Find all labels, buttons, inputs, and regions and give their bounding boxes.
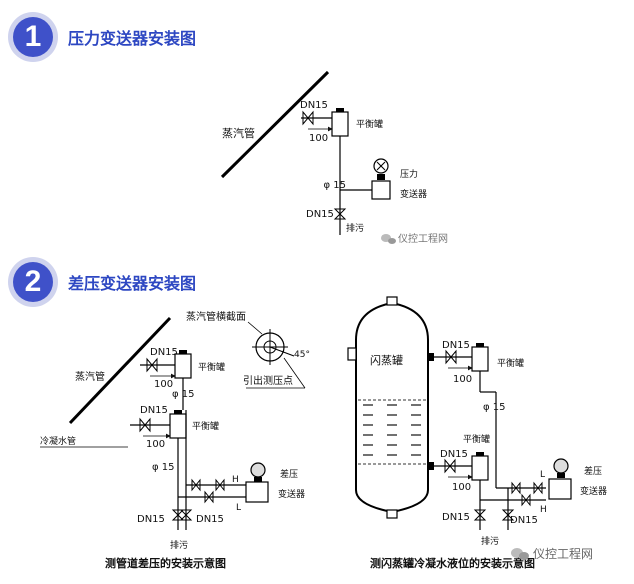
dn15-d-label: DN15 (196, 514, 224, 525)
section1-number: 1 (13, 17, 53, 57)
section2-title: 差压变送器安装图 (68, 274, 197, 293)
pressure-transmitter-diagram: 蒸汽管 DN15 100 平衡罐 压力 变送器 φ 15 DN15 排污 仪控工… (220, 70, 448, 245)
caption-right: 测闪蒸罐冷凝水液位的安装示意图 (370, 556, 535, 570)
dn15-b-label-r: DN15 (440, 449, 468, 460)
watermark-text-2: 仪控工程网 (533, 546, 593, 561)
valve-icon (533, 481, 543, 495)
steam-pipe-2-label: 蒸汽管 (75, 370, 105, 383)
valve-icon (302, 110, 314, 126)
balance-tank-a-r-label: 平衡罐 (497, 357, 524, 369)
h-label-r: H (540, 505, 547, 515)
steam-pipe-label: 蒸汽管 (222, 126, 255, 140)
transmitter-label: 变送器 (400, 188, 427, 200)
dim-100-a-r: 100 (453, 374, 472, 385)
drain-valve-icon (333, 208, 347, 220)
condensate-level (358, 400, 426, 464)
dim-100-b: 100 (146, 439, 165, 450)
valve-icon (215, 478, 225, 492)
dp-label-1: 差压 (280, 468, 298, 480)
drain-label-right: 排污 (481, 535, 499, 547)
flash-tank-level-diagram: 闪蒸罐 DN15 100 平衡罐 φ 15 DN15 100 平衡罐 L H (347, 296, 607, 570)
dp-label-1-r: 差压 (584, 465, 602, 477)
balance-tank-label: 平衡罐 (356, 118, 383, 130)
drain-valve-icon (179, 509, 193, 521)
phi15-label-r: φ 15 (483, 402, 506, 413)
dp-label-2: 变送器 (278, 488, 305, 500)
valve-icon (444, 458, 456, 474)
phi15-label: φ 15 (324, 180, 347, 191)
dn15-c-label-r: DN15 (442, 512, 470, 523)
pressure-label: 压力 (400, 168, 418, 180)
balance-tank-a-r (471, 346, 489, 372)
drain-valve-icon (473, 509, 487, 521)
section1-title: 压力变送器安装图 (68, 29, 197, 48)
dp-transmitter-left (245, 481, 269, 503)
drain-valve-icon (501, 509, 515, 521)
tank-name-label: 闪蒸罐 (370, 353, 403, 367)
section1-header: 1 压力变送器安装图 (8, 11, 196, 63)
condensate-pipe-label: 冷凝水管 (40, 435, 76, 447)
drain-label-left: 排污 (170, 539, 188, 551)
valve-icon (445, 349, 457, 365)
dn15-c-label: DN15 (137, 514, 165, 525)
dim-100-a: 100 (154, 379, 173, 390)
steam-pipe (220, 70, 330, 179)
h-label: H (232, 475, 239, 485)
dp-label-2-r: 变送器 (580, 485, 607, 497)
section2-header: 2 差压变送器安装图 (8, 256, 196, 308)
caption-left: 测管道差压的安装示意图 (105, 556, 226, 570)
pipe-dp-diagram: 蒸汽管 DN15 100 平衡罐 φ 15 蒸汽管横截面 45° 引出测压点 D… (40, 310, 310, 570)
steam-section-label: 蒸汽管横截面 (186, 310, 246, 323)
pressure-transmitter (371, 180, 391, 200)
balance-tank-a (174, 353, 192, 379)
phi15-b-label: φ 15 (152, 462, 175, 473)
steam-pipe-2 (68, 316, 172, 425)
valve-icon (139, 417, 151, 433)
gauge-icon (250, 462, 266, 478)
drain-valve-icon (171, 509, 185, 521)
valve-icon (511, 481, 521, 495)
balance-tank (331, 111, 349, 137)
gauge-icon (553, 458, 569, 474)
dp-transmitter-right (548, 478, 572, 500)
dim-100-b-r: 100 (452, 482, 471, 493)
dn15-d-label-r: DN15 (510, 515, 538, 526)
valve-icon (521, 493, 531, 507)
balance-tank-a-label: 平衡罐 (198, 361, 225, 373)
balance-tank-b-r-label: 平衡罐 (463, 433, 490, 445)
balance-tank-b-label: 平衡罐 (192, 420, 219, 432)
section2-badge: 2 (8, 257, 58, 307)
valve-icon (146, 357, 158, 373)
dn15-a-label: DN15 (150, 347, 178, 358)
section1-badge: 1 (8, 12, 58, 62)
watermark-text: 仪控工程网 (398, 232, 448, 245)
valve-icon (191, 478, 201, 492)
dn15-a-label-r: DN15 (442, 340, 470, 351)
balance-tank-b-r (471, 455, 489, 481)
angle-label: 45° (294, 350, 310, 360)
dn15-b-label: DN15 (140, 405, 168, 416)
valve-icon (204, 490, 214, 504)
tap-point-label: 引出测压点 (243, 374, 293, 387)
dim-100: 100 (309, 133, 328, 144)
balance-tank-b (169, 413, 187, 439)
dn15-bottom-label: DN15 (306, 209, 334, 220)
section2-number: 2 (13, 262, 53, 302)
watermark-logo-icon (381, 234, 396, 244)
l-label-r: L (540, 470, 545, 480)
dn15-label: DN15 (300, 100, 328, 111)
l-label: L (236, 503, 241, 513)
drain-label: 排污 (346, 222, 364, 234)
watermark-logo-icon (511, 548, 529, 560)
